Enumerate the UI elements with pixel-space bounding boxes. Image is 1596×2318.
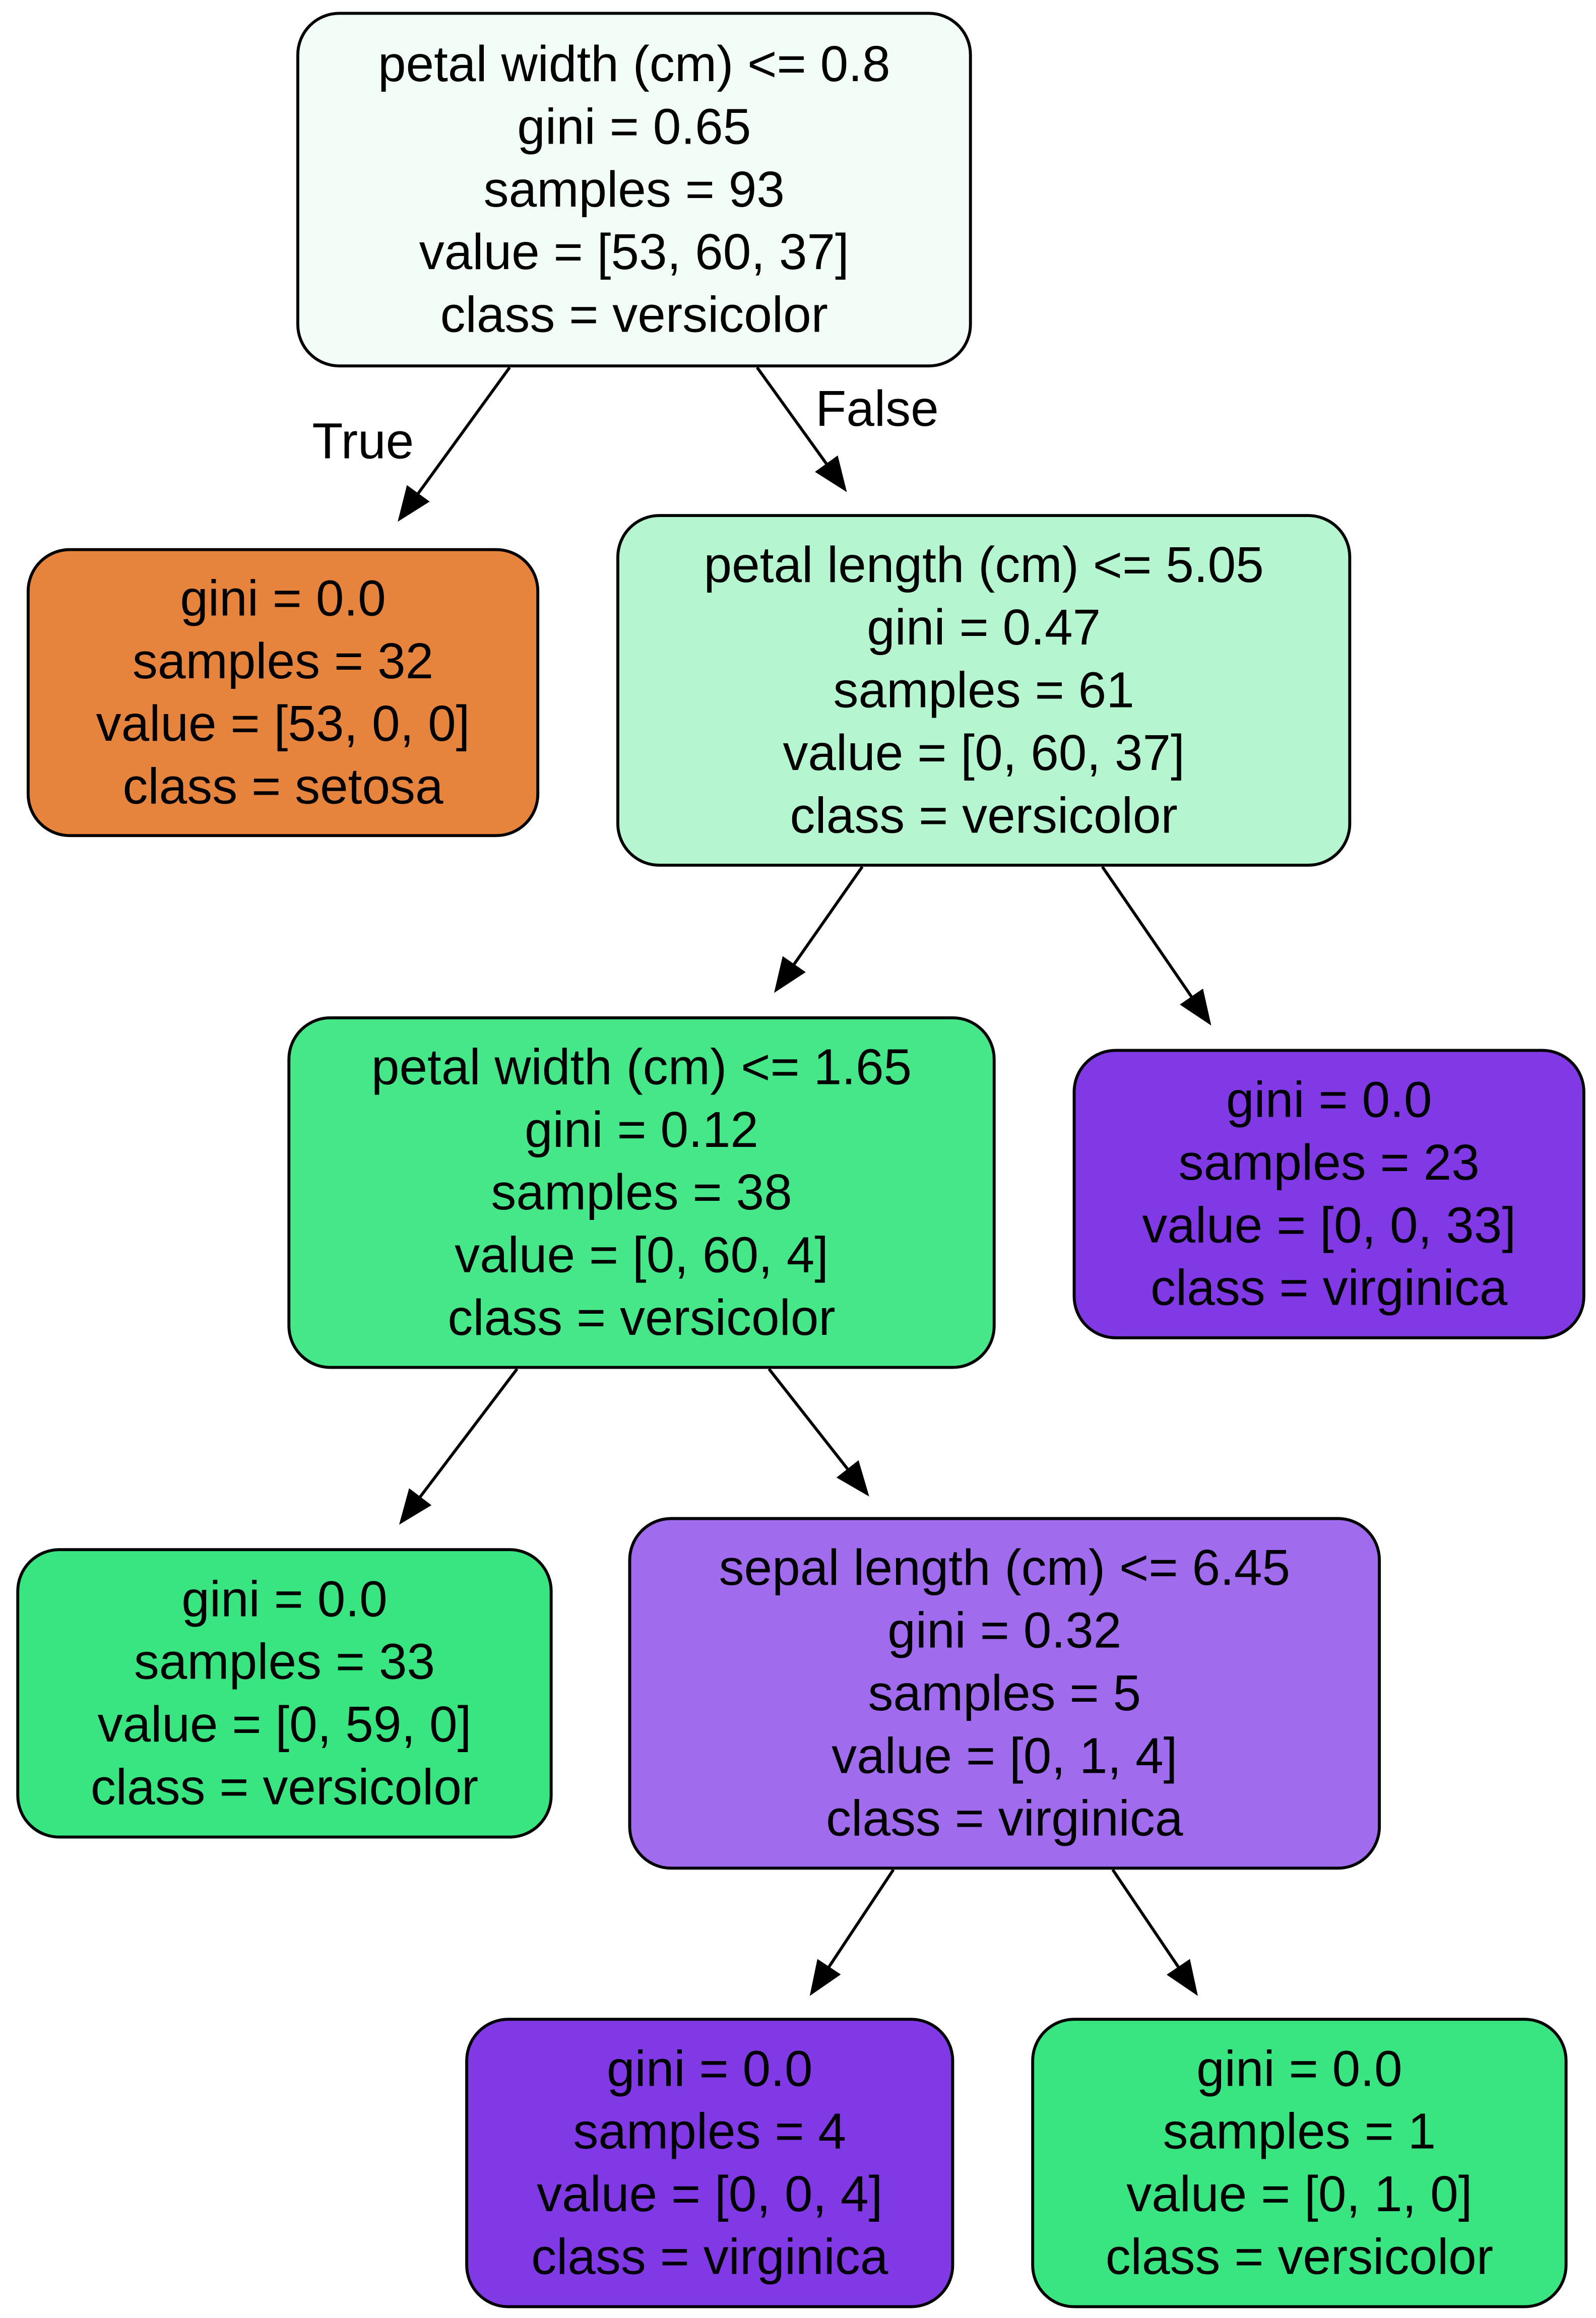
leaf-node-box: [1031, 2018, 1568, 2308]
edge-line: [418, 1368, 519, 1499]
node-text-line: samples = 61: [834, 663, 1134, 719]
edge-n3-n6: [768, 1368, 869, 1497]
edge-line: [827, 1869, 895, 1969]
tree-node-n1: gini = 0.0 samples = 32 value = [53, 0, 0]…: [26, 548, 540, 838]
node-text-line: gini = 0.0: [181, 1571, 387, 1627]
edge-n6-n7: [809, 1869, 895, 1996]
leaf-node-box: [16, 1548, 553, 1839]
edge-n3-n5: [399, 1368, 519, 1525]
split-node-box: [616, 514, 1352, 867]
edge-line: [755, 366, 828, 466]
node-text-line: class = virginica: [826, 1791, 1183, 1847]
node-text-line: value = [0, 0, 4]: [537, 2166, 882, 2222]
tree-node-n4: gini = 0.0 samples = 23 value = [0, 0, 33]…: [1072, 1049, 1585, 1339]
node-text-line: class = versicolor: [91, 1759, 478, 1815]
node-text-line: class = versicolor: [448, 1290, 835, 1346]
split-node-box: [287, 1016, 996, 1369]
node-text-line: class = virginica: [1151, 1260, 1508, 1316]
arrowhead-icon: [1180, 988, 1211, 1026]
node-text-line: gini = 0.32: [887, 1603, 1121, 1659]
node-text-line: petal length (cm) <= 5.05: [704, 537, 1264, 593]
node-text-line: class = versicolor: [790, 788, 1177, 844]
tree-node-n3: petal width (cm) <= 1.65 gini = 0.12 sampl…: [287, 1016, 996, 1369]
node-text-line: samples = 4: [573, 2104, 846, 2160]
edge-label-false: False: [815, 381, 938, 437]
node-text-line: samples = 5: [868, 1665, 1141, 1721]
node-text-line: class = virginica: [531, 2229, 888, 2285]
edge-label-true: True: [312, 414, 414, 470]
edge-line: [768, 1368, 850, 1471]
node-text-line: value = [0, 59, 0]: [98, 1697, 472, 1753]
arrowhead-icon: [1166, 1959, 1198, 1996]
edge-layer: True False: [312, 366, 1211, 1996]
tree-node-n0: petal width (cm) <= 0.8 gini = 0.65 sample…: [296, 12, 972, 368]
node-text-line: samples = 1: [1163, 2104, 1436, 2160]
node-text-line: value = [53, 60, 37]: [419, 224, 849, 280]
arrowhead-icon: [836, 1460, 869, 1497]
node-text-line: value = [0, 60, 4]: [455, 1228, 828, 1283]
edge-n0-n1: True: [312, 366, 511, 522]
edge-line: [792, 866, 864, 967]
node-text-line: gini = 0.0: [607, 2041, 812, 2097]
node-layer: petal width (cm) <= 0.8 gini = 0.65 sample…: [16, 12, 1585, 2308]
split-node-box: [296, 12, 972, 368]
tree-node-n7: gini = 0.0 samples = 4 value = [0, 0, 4] cl…: [465, 2018, 954, 2308]
node-text-line: samples = 32: [133, 633, 433, 689]
node-text-line: class = setosa: [122, 758, 443, 814]
leaf-node-box: [26, 548, 540, 838]
node-text-line: gini = 0.47: [867, 600, 1101, 656]
arrowhead-icon: [774, 956, 806, 993]
edge-n0-n2: False: [755, 366, 939, 492]
edge-line: [416, 366, 511, 496]
node-text-line: gini = 0.12: [525, 1102, 758, 1158]
edge-line: [1111, 1869, 1181, 1969]
arrowhead-icon: [398, 485, 430, 522]
node-text-line: class = versicolor: [1106, 2229, 1493, 2285]
node-text-line: value = [0, 1, 4]: [832, 1728, 1177, 1784]
tree-node-n8: gini = 0.0 samples = 1 value = [0, 1, 0] cl…: [1031, 2018, 1568, 2308]
node-text-line: class = versicolor: [440, 287, 828, 343]
tree-node-n5: gini = 0.0 samples = 33 value = [0, 59, 0]…: [16, 1548, 553, 1839]
node-text-line: petal width (cm) <= 0.8: [378, 36, 890, 92]
edge-n2-n3: [774, 866, 864, 993]
node-text-line: samples = 38: [491, 1165, 792, 1220]
node-text-line: gini = 0.65: [517, 99, 751, 155]
node-text-line: gini = 0.0: [1226, 1072, 1432, 1128]
node-text-line: petal width (cm) <= 1.65: [371, 1039, 912, 1095]
tree-node-n2: petal length (cm) <= 5.05 gini = 0.47 samp…: [616, 514, 1352, 867]
node-text-line: sepal length (cm) <= 6.45: [719, 1540, 1290, 1596]
node-text-line: value = [0, 0, 33]: [1142, 1197, 1516, 1253]
split-node-box: [628, 1517, 1381, 1870]
leaf-node-box: [1072, 1049, 1585, 1339]
edge-n2-n4: [1101, 866, 1211, 1026]
node-text-line: gini = 0.0: [1196, 2041, 1402, 2097]
node-text-line: samples = 33: [134, 1634, 435, 1690]
tree-node-n6: sepal length (cm) <= 6.45 gini = 0.32 samp…: [628, 1517, 1381, 1870]
node-text-line: gini = 0.0: [180, 570, 386, 626]
leaf-node-box: [465, 2018, 954, 2308]
arrowhead-icon: [815, 455, 847, 492]
arrowhead-icon: [399, 1488, 432, 1525]
node-text-line: value = [0, 60, 37]: [783, 725, 1184, 781]
edge-n6-n8: [1111, 1869, 1198, 1996]
node-text-line: samples = 23: [1179, 1135, 1480, 1191]
node-text-line: value = [0, 1, 0]: [1126, 2166, 1472, 2222]
node-text-line: samples = 93: [484, 162, 785, 218]
edge-line: [1101, 866, 1194, 999]
arrowhead-icon: [809, 1959, 841, 1996]
node-text-line: value = [53, 0, 0]: [96, 696, 470, 752]
